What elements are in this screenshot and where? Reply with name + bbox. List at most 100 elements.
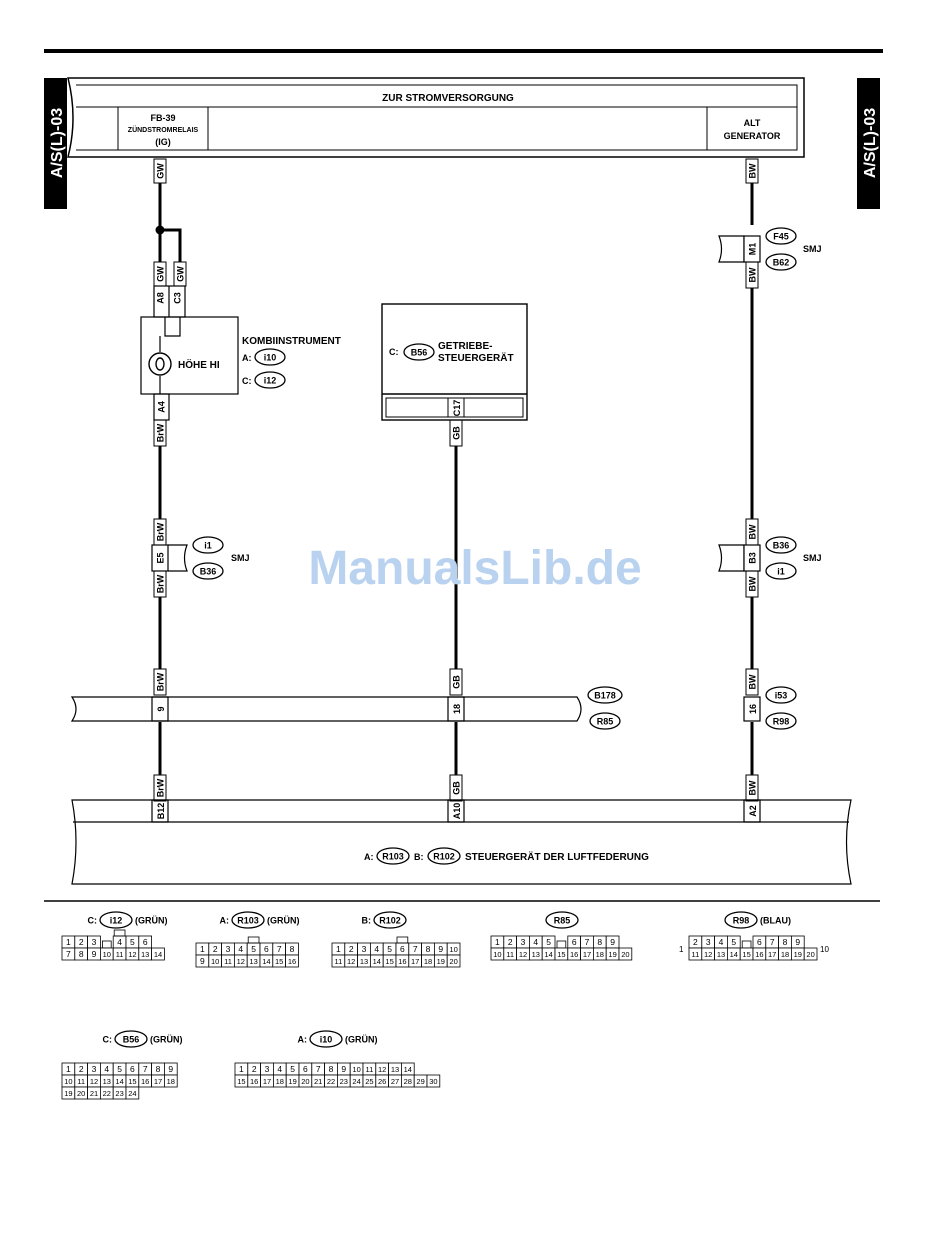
wire-label-brw-3: BrW (153, 570, 167, 598)
legend-pin-number: 13 (360, 957, 368, 966)
legend-lock-tab (247, 936, 260, 944)
svg-text:R98: R98 (773, 717, 790, 727)
legend-pin-number: 11 (692, 950, 700, 959)
legend-pin-number: 15 (275, 957, 283, 966)
legend-pin-number: 5 (731, 937, 736, 947)
legend-pin-number: 22 (103, 1089, 111, 1098)
svg-text:BrW: BrW (156, 574, 166, 593)
wire-label-bw-2: BW (745, 261, 759, 289)
legend-pin-number: 18 (781, 950, 789, 959)
legend-pin-number: 26 (378, 1077, 386, 1086)
svg-text:i1: i1 (777, 567, 785, 577)
svg-text:B62: B62 (773, 258, 790, 268)
legend-pin-number: 6 (757, 937, 762, 947)
legend-pin-number: 5 (387, 944, 392, 954)
legend-pin-number: 21 (90, 1089, 98, 1098)
wire-label-gw-a8: GW (153, 261, 167, 287)
pin-a2: A2 (748, 805, 758, 817)
legend-pin-number: 9 (795, 937, 800, 947)
legend-conn-label: R103 (237, 916, 259, 926)
smj-connector-mid-right (718, 544, 761, 572)
power-title: ZUR STROMVERSORGUNG (382, 93, 514, 104)
legend-keyway (556, 940, 567, 949)
tcu-title-1: GETRIEBE- (438, 341, 492, 352)
legend-pin-number: 7 (316, 1064, 321, 1074)
legend-pin-number: 23 (340, 1077, 348, 1086)
legend-pin-number: 13 (103, 1077, 111, 1086)
legend-pin-number: 9 (610, 937, 615, 947)
legend-pin-number: 17 (263, 1077, 271, 1086)
svg-text:i10: i10 (264, 353, 277, 363)
legend-pin-number: 16 (141, 1077, 149, 1086)
legend-conn-label: R85 (554, 916, 571, 926)
legend-pin-number: 23 (115, 1089, 123, 1098)
kombi-prefix-c: C: (242, 376, 252, 386)
connector-badge-i10: i10 (254, 348, 286, 366)
legend-pin-number: 24 (128, 1089, 136, 1098)
legend-pin-number: 9 (92, 949, 97, 959)
legend-pin-number: 14 (115, 1077, 123, 1086)
legend-pin-number: 11 (335, 957, 343, 966)
watermark: ManualsLib.de (308, 542, 641, 595)
legend-conn-label: i10 (320, 1035, 333, 1045)
wire-label-gw-top: GW (153, 158, 167, 184)
legend-pin-number: 6 (264, 944, 269, 954)
smj-label-mid-right: SMJ (803, 553, 822, 563)
legend-pin-number: 8 (79, 949, 84, 959)
legend-pin-number: 4 (238, 944, 243, 954)
kombi-title: KOMBIINSTRUMENT (242, 336, 341, 347)
legend-pin-number: 3 (226, 944, 231, 954)
legend-pin-number: 1 (66, 1064, 71, 1074)
legend-pin-number: 18 (276, 1077, 284, 1086)
warning-lamp-icon (148, 352, 172, 376)
legend-pin-number: 18 (424, 957, 432, 966)
side-tab-right: A/S(L)-03 (857, 78, 880, 209)
legend-pin-number: 16 (288, 957, 296, 966)
legend-pin-number: 5 (251, 944, 256, 954)
legend-pin-number: 1 (239, 1064, 244, 1074)
kombiinstrument-box (140, 285, 239, 421)
legend-lock-tab (113, 929, 126, 937)
legend-pin-number: 4 (117, 937, 122, 947)
ecu-title: STEUERGERÄT DER LUFTFEDERUNG (465, 850, 649, 863)
legend-pin-number: 10 (211, 957, 219, 966)
legend-pin-number: 24 (352, 1077, 360, 1086)
splice-dot (155, 225, 165, 235)
legend-pin-number: 8 (597, 937, 602, 947)
power-supply-box (67, 77, 805, 158)
legend-pin-number: 21 (314, 1077, 322, 1086)
svg-text:B36: B36 (773, 541, 790, 551)
legend-pin-number: 2 (693, 937, 698, 947)
svg-text:BrW: BrW (156, 778, 166, 797)
pin-m1: M1 (748, 243, 758, 256)
legend-pin-number: 12 (128, 950, 136, 959)
wire-label-gw-c3: GW (173, 261, 187, 287)
legend-pin-number: 15 (128, 1077, 136, 1086)
legend-pin-number: 3 (92, 937, 97, 947)
legend-pin-cell (125, 1086, 140, 1100)
alt-label: ALT (744, 118, 761, 128)
wire-label-brw-4: BrW (153, 668, 167, 696)
legend-pin-number: 6 (572, 937, 577, 947)
legend-badge (373, 911, 407, 929)
legend-pin-number: 14 (262, 957, 270, 966)
legend-pin-number: 7 (277, 944, 282, 954)
legend-pin-number: 5 (290, 1064, 295, 1074)
legend-pin-number: 13 (249, 957, 257, 966)
wire-label-brw-1: BrW (153, 419, 167, 447)
legend-pin-number: 9 (438, 944, 443, 954)
svg-text:BrW: BrW (156, 423, 166, 442)
pin-b3: B3 (748, 552, 758, 564)
legend-pin-number: 8 (156, 1064, 161, 1074)
connector-badge-b36-right: B36 (765, 536, 797, 554)
tcu-box (381, 303, 528, 421)
connector-badge-b36-left: B36 (192, 562, 224, 580)
legend-pin-number: 16 (570, 950, 578, 959)
legend-pin-number: 15 (237, 1077, 245, 1086)
legend-pin-number: 9 (341, 1064, 346, 1074)
legend-pin-number: 6 (143, 937, 148, 947)
wire-label-gb-2: GB (449, 668, 463, 696)
legend-pin-number: 29 (416, 1077, 424, 1086)
